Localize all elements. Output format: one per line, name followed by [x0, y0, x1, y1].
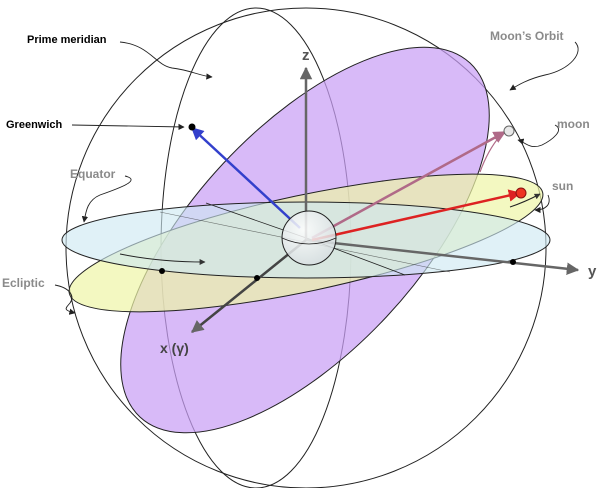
greenwich-label: Greenwich [6, 119, 63, 131]
sun-marker [515, 187, 527, 199]
equator-direction-arrow [119, 253, 206, 265]
prime-meridian-leader [119, 41, 213, 80]
y-axis-equator-point [510, 259, 516, 265]
greenwich-leader [71, 123, 185, 131]
moons-orbit-label: Moon’s Orbit [490, 29, 564, 43]
moon-leader [517, 124, 560, 148]
prime-meridian-label: Prime meridian [27, 34, 107, 46]
sun-leader [534, 194, 550, 214]
moon-marker [503, 125, 515, 137]
x-axis-equator-point [254, 275, 260, 281]
earth-sphere [281, 210, 337, 266]
equator-label: Equator [70, 167, 116, 181]
earth-equator [281, 237, 337, 245]
moon-label: moon [557, 117, 590, 131]
equator-leader [81, 175, 132, 223]
ecliptic-label: Ecliptic [2, 276, 45, 290]
ecliptic-leader [54, 284, 76, 315]
moon-vector [311, 130, 507, 240]
axis-y-label: y [588, 263, 597, 280]
axis-z-label: z [302, 47, 310, 64]
greenwich-point [188, 123, 196, 131]
greenwich-vector [191, 127, 301, 229]
celestial-sphere [65, 7, 547, 488]
axis-y [305, 238, 580, 275]
axis-x-label: x (γ) [160, 340, 189, 356]
moons-orbit-leader [509, 41, 579, 91]
prime-meridian-equator-point [159, 268, 165, 274]
sun-label: sun [552, 179, 573, 193]
ecliptic-direction-arrow [509, 193, 541, 208]
axis-x [191, 239, 307, 333]
sun-vector [311, 189, 522, 242]
